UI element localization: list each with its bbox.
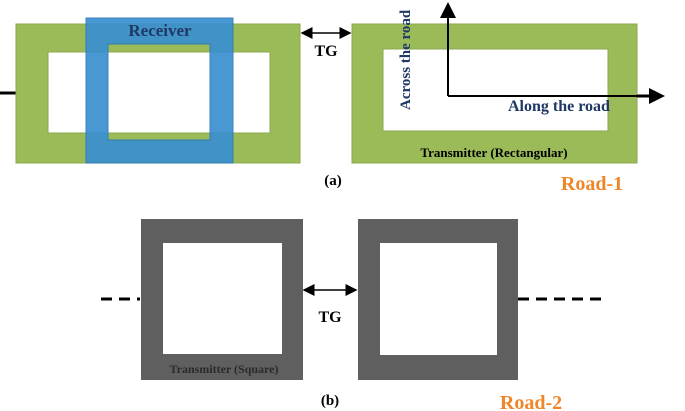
receiver-label: Receiver [128, 21, 192, 40]
caption-a: (a) [324, 173, 342, 189]
axis-along-label: Along the road [508, 98, 610, 115]
caption-b: (b) [321, 393, 339, 409]
road1-transmitter-right [351, 23, 638, 164]
road2-transmitter-left [141, 219, 303, 380]
road2-label: Road-2 [500, 392, 562, 411]
road2-transmitter-right [358, 219, 518, 380]
road2-gap-label: TG [318, 309, 342, 326]
road1-label: Road-1 [561, 173, 623, 195]
road1-transmitter-label: Transmitter (Rectangular) [420, 145, 567, 160]
axis-across-label: Across the road [398, 9, 414, 110]
road1-gap-label: TG [314, 43, 338, 60]
receiver-coil [85, 17, 234, 164]
road2-transmitter-label: Transmitter (Square) [170, 362, 279, 376]
